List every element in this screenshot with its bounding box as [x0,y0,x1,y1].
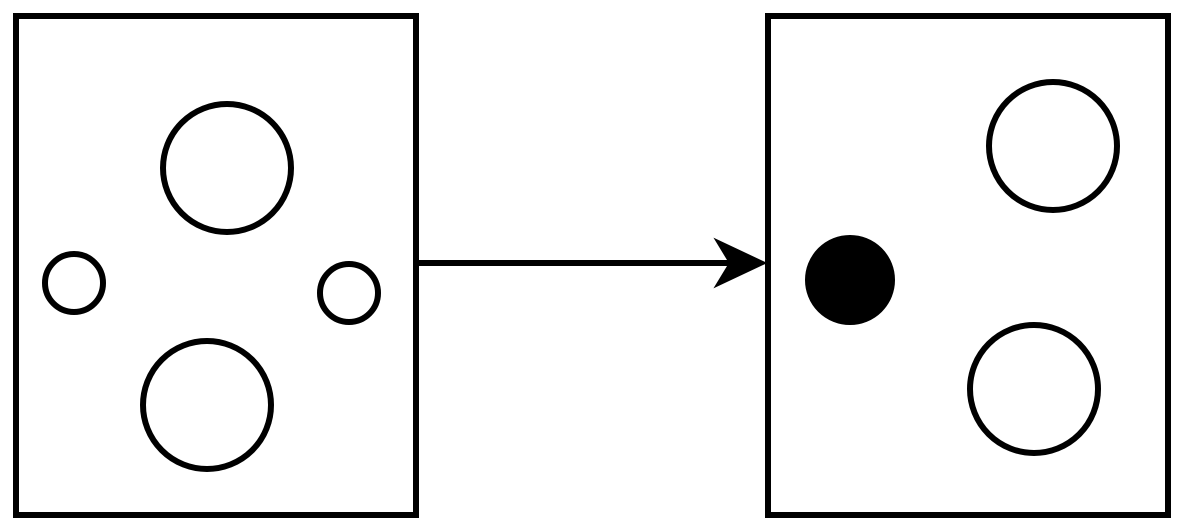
right-bottom-large-circle [967,322,1101,456]
right-side-small-circle [317,261,381,325]
left-panel [13,13,419,518]
left-side-small-circle [42,251,106,315]
right-top-large-circle [986,79,1120,213]
right-panel [765,13,1171,518]
transition-arrow [419,237,768,289]
left-top-large-circle [160,101,294,235]
filled-circle [805,235,895,325]
left-bottom-large-circle [140,338,274,472]
arrowhead-icon [713,237,768,289]
